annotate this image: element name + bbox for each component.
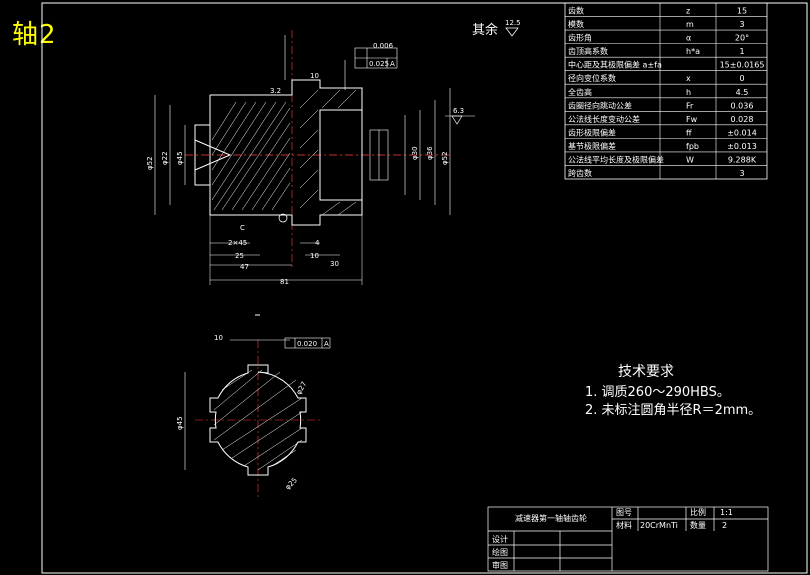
param-value: 3 bbox=[739, 20, 744, 29]
param-value: 15±0.0165 bbox=[720, 61, 765, 70]
tb-label-scale: 比例 bbox=[690, 507, 706, 517]
param-symbol: fpb bbox=[686, 142, 699, 151]
shaft-section-view bbox=[154, 30, 475, 285]
spline-datum: A bbox=[324, 340, 329, 348]
spline-dia-c: φ25 bbox=[284, 476, 299, 491]
param-name: 跨齿数 bbox=[568, 168, 592, 178]
dim-30: 30 bbox=[330, 260, 339, 268]
param-name: 齿形极限偏差 bbox=[568, 127, 616, 137]
param-symbol: W bbox=[686, 155, 694, 164]
tb-value-qty: 2 bbox=[722, 521, 727, 530]
spline-tol: 0.020 bbox=[297, 340, 317, 348]
dim-81: 81 bbox=[280, 278, 289, 286]
param-value: 0 bbox=[739, 74, 744, 83]
param-value: 1 bbox=[739, 47, 744, 56]
param-value: 0.028 bbox=[731, 115, 754, 124]
param-name: 全齿高 bbox=[568, 87, 592, 97]
param-symbol: Fw bbox=[686, 115, 698, 124]
param-name: 公法线长度变动公差 bbox=[568, 114, 640, 124]
tb-label-design: 设计 bbox=[492, 534, 508, 544]
dim-dia1: φ52 bbox=[146, 156, 154, 170]
spline-dim: 10 bbox=[214, 334, 223, 342]
param-name: 径向变位系数 bbox=[568, 73, 616, 83]
dim-dia4: φ52 bbox=[441, 151, 449, 165]
section-c: C bbox=[240, 224, 245, 232]
dim-47: 47 bbox=[240, 263, 249, 271]
tol-2: 0.025 bbox=[369, 60, 389, 68]
param-name: 模数 bbox=[568, 19, 584, 29]
tb-label-draw: 绘图 bbox=[492, 547, 508, 557]
param-value: 0.036 bbox=[731, 101, 754, 110]
param-name: 齿形角 bbox=[568, 33, 592, 43]
tb-label-drawing-no: 图号 bbox=[616, 508, 632, 517]
dimension-labels: 81 47 25 30 10 4 2×45 φ52 φ22 φ45 φ52 φ3… bbox=[146, 42, 464, 286]
param-symbol: α bbox=[686, 34, 691, 43]
param-value: 15 bbox=[737, 7, 747, 16]
spline-dia: φ45 bbox=[176, 416, 184, 430]
param-name: 基节极限偏差 bbox=[568, 141, 616, 151]
param-symbol: Fr bbox=[686, 101, 694, 110]
gear-param-table: 齿数 z 15 模数 m 3 齿形角 α 20° 齿顶高系数 h*a 1 中心距及其极限偏差 a±fa 1… bbox=[564, 2, 768, 180]
tech-item-1: 1. 调质260～290HBS。 bbox=[585, 385, 730, 400]
param-symbol: z bbox=[686, 7, 690, 16]
dim-chamfer: 2×45 bbox=[228, 239, 247, 247]
dim-10: 10 bbox=[310, 252, 319, 260]
roughness-symbol bbox=[505, 27, 519, 37]
dim-10b: 10 bbox=[310, 72, 319, 80]
tol-1: 0.006 bbox=[373, 42, 394, 50]
spline-dia-b: φ27 bbox=[295, 380, 309, 396]
tb-value-material: 20CrMnTi bbox=[640, 521, 678, 530]
drawing-title: 减速器第一轴轴齿轮 bbox=[515, 513, 587, 523]
dim-25: 25 bbox=[235, 252, 244, 260]
surface-note-value: 12.5 bbox=[505, 19, 521, 27]
dim-dia2: φ22 bbox=[161, 151, 169, 165]
param-symbol: x bbox=[686, 74, 691, 83]
param-name: 中心距及其极限偏差 a±fa bbox=[568, 60, 662, 70]
rough-63: 6.3 bbox=[453, 107, 464, 115]
param-symbol: h*a bbox=[686, 47, 700, 56]
param-value: 20° bbox=[735, 34, 749, 43]
tech-item-2: 2. 未标注圆角半径R＝2mm。 bbox=[585, 403, 761, 418]
tb-label-qty: 数量 bbox=[690, 520, 706, 530]
datum-a: A bbox=[390, 60, 395, 68]
param-value: 9.288K bbox=[728, 155, 757, 164]
rough-32: 3.2 bbox=[270, 87, 281, 95]
param-value: 4.5 bbox=[736, 88, 749, 97]
param-symbol: m bbox=[686, 20, 694, 29]
param-name: 齿顶高系数 bbox=[568, 46, 608, 56]
param-symbol: h bbox=[686, 88, 691, 97]
param-name: 公法线平均长度及极限偏差 bbox=[568, 154, 664, 164]
tech-requirements: 技术要求 1. 调质260～290HBS。 2. 未标注圆角半径R＝2mm。 bbox=[585, 364, 761, 418]
tb-value-scale: 1:1 bbox=[720, 508, 733, 517]
dim-dia3: φ45 bbox=[176, 151, 184, 165]
tech-title: 技术要求 bbox=[618, 364, 674, 380]
dim-4: 4 bbox=[315, 239, 320, 247]
param-value: ±0.014 bbox=[727, 128, 757, 137]
spline-section-view bbox=[184, 314, 331, 500]
surface-note: 其余 bbox=[472, 22, 498, 38]
param-name: 齿数 bbox=[568, 6, 584, 16]
drawing-name: 轴2 bbox=[12, 20, 57, 50]
dim-dia5: φ36 bbox=[426, 146, 434, 160]
tb-label-check: 审图 bbox=[492, 560, 508, 570]
param-value: ±0.013 bbox=[727, 142, 757, 151]
title-block bbox=[487, 506, 769, 572]
param-name: 齿圈径向跳动公差 bbox=[568, 100, 632, 110]
dim-dia6: φ30 bbox=[411, 146, 419, 160]
param-value: 3 bbox=[739, 169, 744, 178]
drawing-frame bbox=[41, 2, 808, 574]
tb-label-material: 材料 bbox=[616, 520, 632, 530]
param-symbol: ff bbox=[686, 128, 692, 137]
